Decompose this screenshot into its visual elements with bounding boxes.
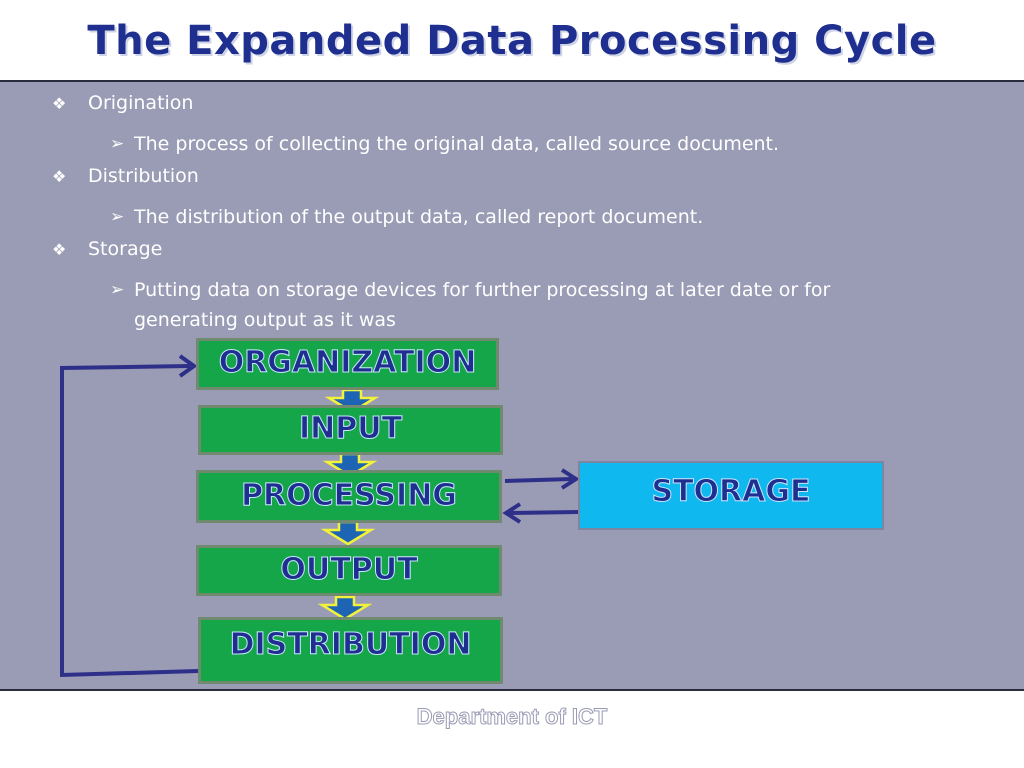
- footer-text: Department of ICT: [416, 704, 608, 730]
- arrow-bullet-icon: ➢: [110, 207, 125, 227]
- storage-label: STORAGE: [651, 474, 811, 510]
- bullet-distribution: ❖ Distribution: [52, 165, 992, 202]
- sub-bullet-text: The process of collecting the original d…: [134, 133, 780, 155]
- sub-bullet-text-line2: generating output as it was: [134, 309, 396, 331]
- bullet-label: Storage: [88, 238, 163, 260]
- diamond-bullet-icon: ❖: [52, 240, 67, 259]
- sub-bullet-storage: ➢ Putting data on storage devices for fu…: [52, 275, 992, 335]
- bullet-storage: ❖ Storage: [52, 238, 992, 275]
- diamond-bullet-icon: ❖: [52, 94, 67, 113]
- sub-bullet-distribution: ➢ The distribution of the output data, c…: [52, 202, 992, 232]
- bullet-origination: ❖ Origination: [52, 92, 992, 129]
- diamond-bullet-icon: ❖: [52, 167, 67, 186]
- output-box: OUTPUT: [196, 545, 502, 596]
- slide-title: The Expanded Data Processing Cycle: [87, 18, 937, 64]
- output-label: OUTPUT: [280, 552, 418, 588]
- storage-box: STORAGE: [578, 461, 884, 530]
- processing-box: PROCESSING: [196, 470, 502, 523]
- arrow-bullet-icon: ➢: [110, 134, 125, 154]
- sub-bullet-origination: ➢ The process of collecting the original…: [52, 129, 992, 159]
- input-box: INPUT: [198, 405, 503, 455]
- processing-label: PROCESSING: [241, 478, 458, 514]
- distribution-label: DISTRIBUTION: [229, 627, 472, 663]
- distribution-box: DISTRIBUTION: [198, 617, 503, 684]
- input-label: INPUT: [298, 411, 403, 447]
- organization-label: ORGANIZATION: [218, 345, 477, 381]
- bullet-label: Origination: [88, 92, 194, 114]
- bullet-list: ❖ Origination ➢ The process of collectin…: [52, 92, 992, 335]
- arrow-bullet-icon: ➢: [110, 280, 125, 300]
- sub-bullet-text: The distribution of the output data, cal…: [134, 206, 704, 228]
- sub-bullet-text-line1: Putting data on storage devices for furt…: [134, 279, 831, 301]
- organization-box: ORGANIZATION: [196, 338, 499, 390]
- bullet-label: Distribution: [88, 165, 199, 187]
